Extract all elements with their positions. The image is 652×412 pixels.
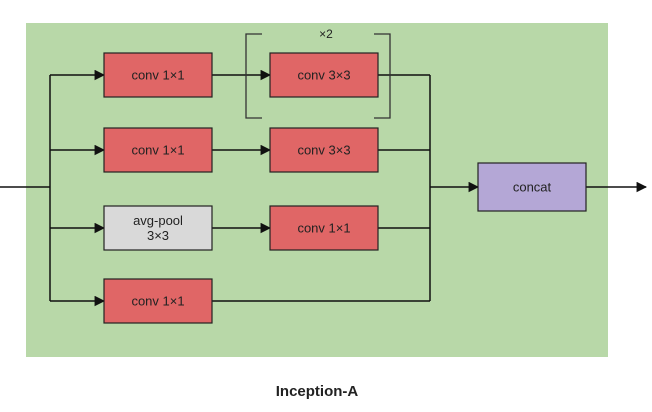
branch-1-conv-box-2: conv 3×3: [269, 52, 379, 98]
branch-4-conv-box-1-shape: [103, 278, 213, 324]
concat-box-shape: [477, 162, 587, 212]
branch-3-pool-box-shape: [103, 205, 213, 251]
branch-2-conv-box-2-shape: [269, 127, 379, 173]
branch-2-conv-box-1-label: conv 1×1: [131, 143, 184, 158]
branch-3-conv-box-2: conv 1×1: [269, 205, 379, 251]
branch-4-conv-box-1-label: conv 1×1: [131, 294, 184, 309]
branch-1-conv-box-2-shape: [269, 52, 379, 98]
repeat-bracket: ×2: [245, 27, 391, 119]
branch-2-conv-box-2: conv 3×3: [269, 127, 379, 173]
layer-boxes: conv 1×1 conv 3×3 conv 1×1 conv 3×3 avg-pool…: [103, 52, 587, 324]
concat-box: concat: [477, 162, 587, 212]
branch-2-conv-box-1: conv 1×1: [103, 127, 213, 173]
branch-3-conv-box-2-shape: [269, 205, 379, 251]
branch-1-conv-box-1: conv 1×1: [103, 52, 213, 98]
branch-4-conv-box-1: conv 1×1: [103, 278, 213, 324]
repeat-multiplier-label: ×2: [319, 27, 333, 41]
diagram-caption: Inception-A: [276, 383, 359, 400]
branch-2-conv-box-1-shape: [103, 127, 213, 173]
bracket-left: [245, 33, 262, 119]
bracket-right: [374, 33, 391, 119]
connection-lines: [0, 69, 648, 307]
concat-box-label: concat: [513, 180, 552, 195]
branch-1-conv-box-1-shape: [103, 52, 213, 98]
branch-1-conv-box-1-label: conv 1×1: [131, 68, 184, 83]
branch-2-conv-box-2-label: conv 3×3: [297, 143, 350, 158]
branch-3-conv-box-2-label: conv 1×1: [297, 221, 350, 236]
branch-1-conv-box-2-label: conv 3×3: [297, 68, 350, 83]
